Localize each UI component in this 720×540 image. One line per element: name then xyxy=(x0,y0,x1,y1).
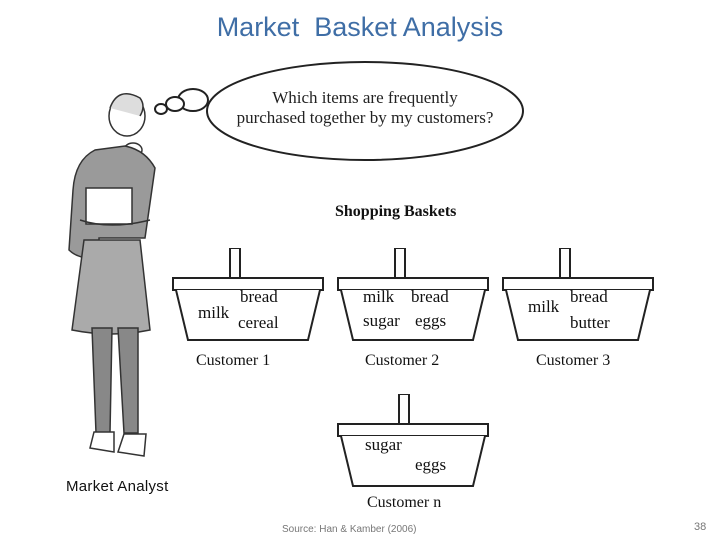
customer-label: Customer n xyxy=(367,494,442,511)
shopping-baskets-heading: Shopping Baskets xyxy=(335,203,457,220)
thought-question-line2: purchased together by my customers? xyxy=(236,108,494,127)
basket-icon xyxy=(502,248,654,341)
basket-item: milk xyxy=(198,303,230,322)
basket-item: eggs xyxy=(415,311,447,330)
customer-label: Customer 2 xyxy=(365,352,440,369)
basket-customer-1: bread milk cereal Customer 1 xyxy=(168,248,328,378)
basket-customer-3: milk bread butter Customer 3 xyxy=(498,248,658,378)
basket-icon xyxy=(337,394,489,487)
basket-item: cereal xyxy=(238,313,279,332)
basket-item: milk xyxy=(363,287,395,306)
basket-icon xyxy=(172,248,324,341)
basket-item: bread xyxy=(240,287,278,306)
page-number: 38 xyxy=(694,521,707,533)
customer-label: Customer 3 xyxy=(536,352,611,369)
basket-item: bread xyxy=(411,287,449,306)
basket-item: bread xyxy=(570,287,608,306)
basket-item: eggs xyxy=(415,455,447,474)
basket-icon xyxy=(337,248,489,341)
slide-title: Market Basket Analysis xyxy=(216,12,504,42)
basket-item: butter xyxy=(570,313,610,332)
thought-bubble xyxy=(154,61,524,161)
basket-customer-2: milk bread sugar eggs Customer 2 xyxy=(333,248,493,378)
basket-item: sugar xyxy=(365,435,402,454)
customer-label: Customer 1 xyxy=(196,352,271,369)
thought-question-line1: Which items are frequently xyxy=(272,88,458,107)
source-citation: Source: Han & Kamber (2006) xyxy=(282,524,417,535)
analyst-figure xyxy=(68,93,156,457)
basket-customer-n: sugar eggs Customer n xyxy=(333,394,493,524)
basket-item: sugar xyxy=(363,311,400,330)
market-analyst-label: Market Analyst xyxy=(66,478,169,495)
basket-item: milk xyxy=(528,297,560,316)
